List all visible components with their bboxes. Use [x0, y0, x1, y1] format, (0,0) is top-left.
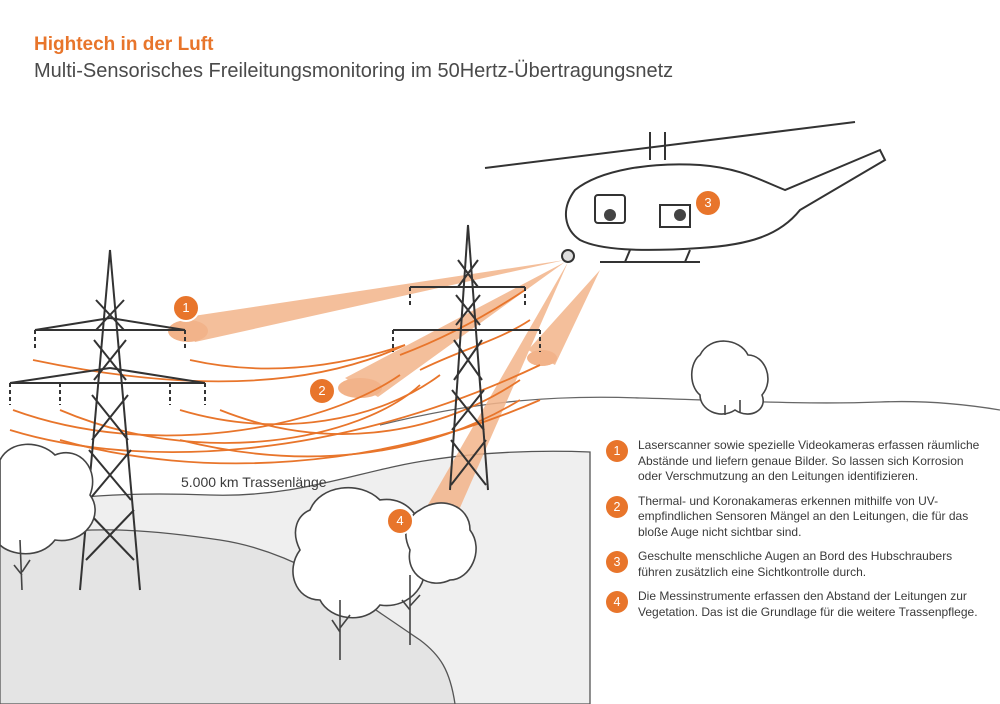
badge-1: 1	[172, 294, 200, 322]
legend-text: Geschulte menschliche Augen an Bord des …	[638, 549, 953, 579]
horizon-line	[379, 396, 1000, 426]
legend-number: 1	[606, 440, 628, 462]
legend-item: 4 Die Messinstrumente erfassen den Absta…	[606, 589, 986, 620]
legend-text: Laserscanner sowie spezielle Videokamera…	[638, 438, 980, 483]
legend-item: 2 Thermal- und Koronakameras erkennen mi…	[606, 494, 986, 541]
page-subtitle: Multi-Sensorisches Freileitungsmonitorin…	[34, 60, 674, 82]
beam-1	[180, 260, 565, 342]
legend-number: 3	[606, 551, 628, 573]
legend-item: 3 Geschulte menschliche Augen an Bord de…	[606, 549, 986, 580]
badge-2: 2	[308, 377, 336, 405]
helicopter	[484, 121, 887, 263]
legend-number: 4	[606, 591, 628, 613]
badge-3: 3	[694, 189, 722, 217]
legend-item: 1 Laserscanner sowie spezielle Videokame…	[606, 438, 986, 485]
legend: 1 Laserscanner sowie spezielle Videokame…	[606, 438, 986, 629]
pylon-left	[9, 249, 206, 591]
legend-text: Die Messinstrumente erfassen den Abstand…	[638, 589, 978, 619]
legend-text: Thermal- und Koronakameras erkennen mith…	[638, 493, 969, 539]
route-length-label: 5.000 km Trassenlänge	[181, 474, 327, 490]
beam-3	[528, 270, 600, 365]
legend-number: 2	[606, 495, 628, 518]
badge-4: 4	[386, 507, 414, 535]
pylon-right	[392, 224, 541, 491]
page-title: Hightech in der Luft	[34, 34, 214, 55]
